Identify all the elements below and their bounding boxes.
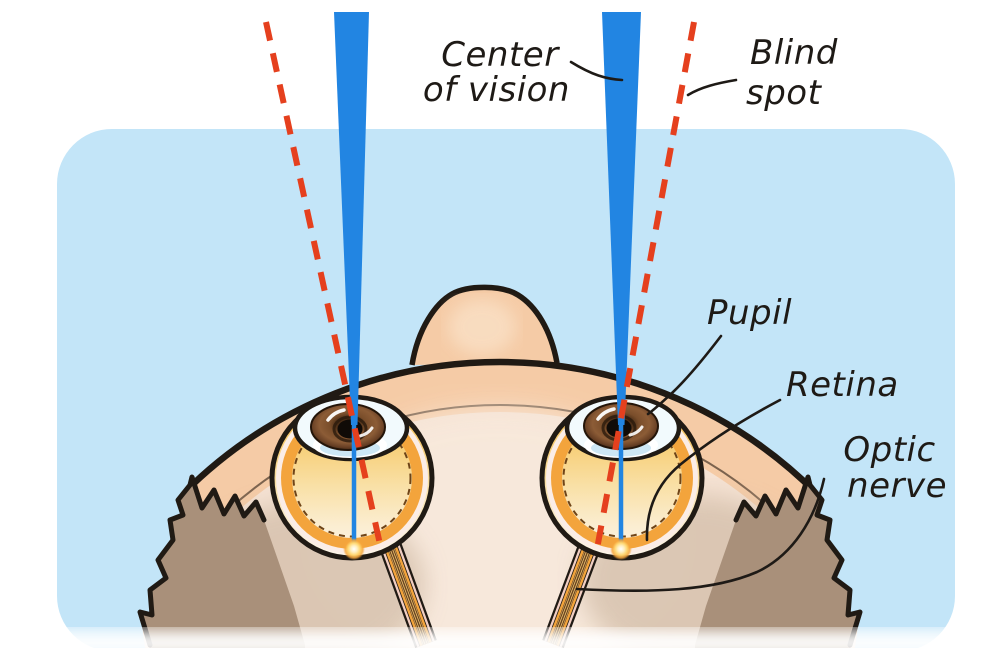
left-blind-spot-ray xyxy=(263,21,384,550)
label-center-of-vision: Center of vision xyxy=(423,35,570,110)
nose-highlight xyxy=(448,299,516,355)
left-pupil-ring xyxy=(332,415,368,443)
nose xyxy=(409,284,560,366)
label-retina: Retina xyxy=(786,365,899,405)
right-hair-cut-section xyxy=(695,477,860,664)
label-optic-nerve: Optic nerve xyxy=(843,430,947,506)
left-optic-nerve xyxy=(377,536,437,648)
leader-blind-spot xyxy=(686,78,738,97)
left-fovea-glow xyxy=(343,538,365,560)
blind-spot-rays xyxy=(263,21,697,550)
skin-inner-line xyxy=(140,404,860,667)
bottom-paper-fade xyxy=(0,630,1000,667)
right-fovea-glow xyxy=(610,538,632,560)
right-jagged-edge xyxy=(733,474,863,648)
leader-center-of-vision xyxy=(569,60,624,82)
left-hair-cut-section xyxy=(140,477,305,664)
vision-beams xyxy=(334,12,641,560)
left-iris-highlight-2 xyxy=(358,426,374,438)
left-jagged-edge xyxy=(137,474,267,648)
label-blind-spot: Blind spot xyxy=(746,33,849,113)
label-pupil: Pupil xyxy=(707,293,792,333)
right-vision-beam xyxy=(602,12,641,425)
leader-pupil xyxy=(646,334,723,416)
right-iris-highlight xyxy=(596,407,616,421)
right-iris-highlight-2 xyxy=(628,425,644,437)
leader-optic-nerve xyxy=(575,477,826,593)
left-vision-beam xyxy=(334,12,369,425)
leader-retina xyxy=(645,398,782,542)
right-blind-spot-ray xyxy=(594,21,697,550)
right-optic-nerve xyxy=(542,535,603,649)
leader-lines xyxy=(569,60,826,593)
left-iris-highlight xyxy=(326,408,346,422)
